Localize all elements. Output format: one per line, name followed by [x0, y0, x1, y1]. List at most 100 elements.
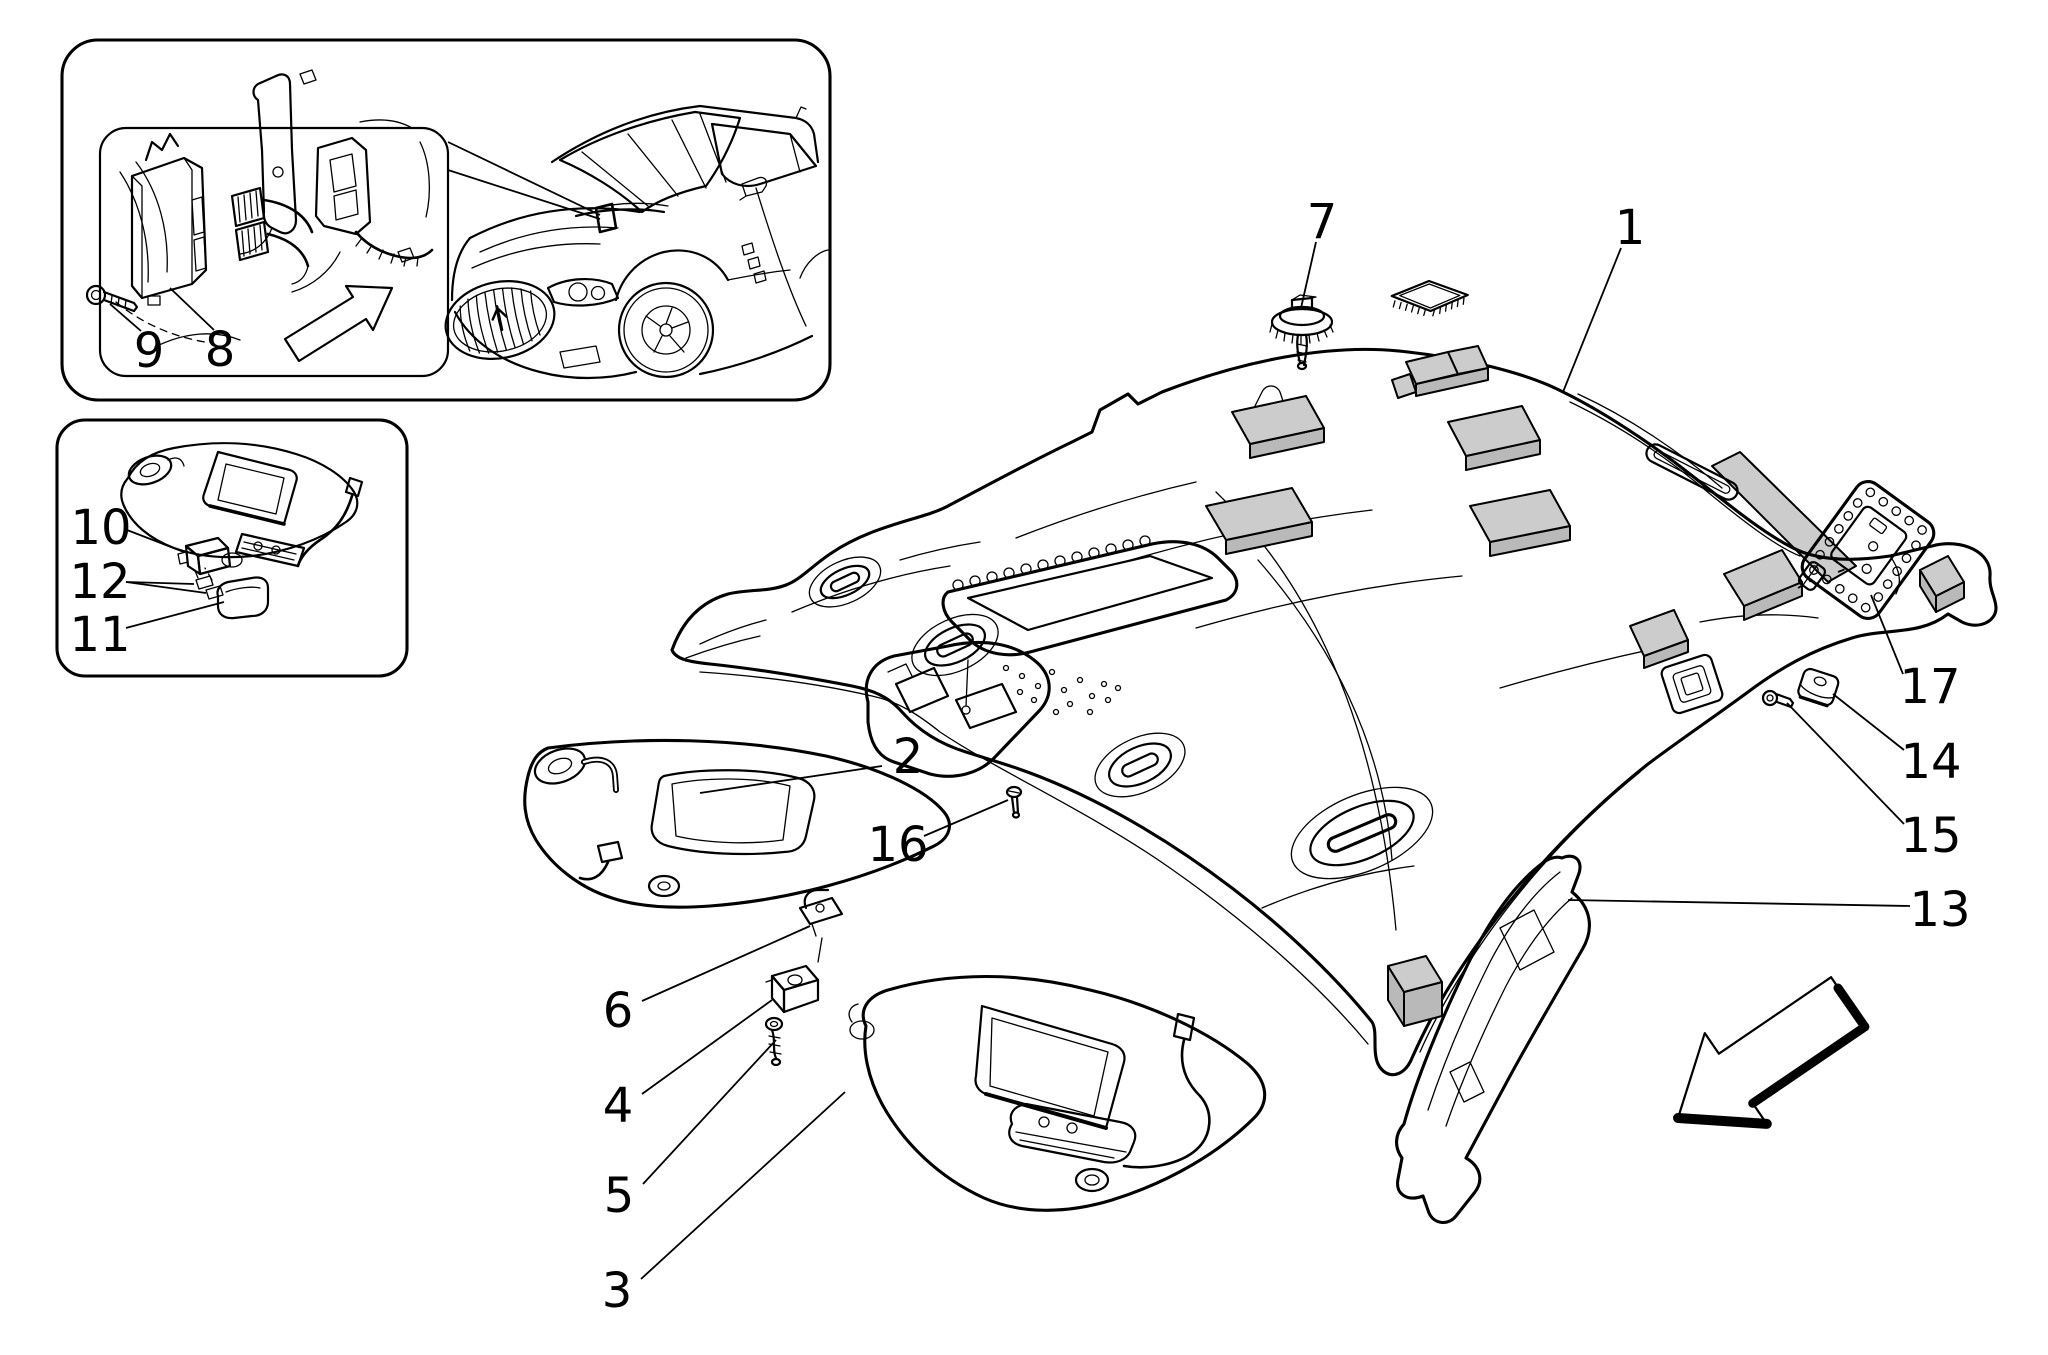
roof-module-unit: [130, 132, 208, 306]
leader-line: [109, 303, 142, 332]
callout-13: 13: [1567, 882, 1971, 938]
rear-clip-screw: [1761, 689, 1795, 709]
vanity-mirror: [650, 769, 816, 856]
car-overview: [444, 104, 829, 380]
callout-number: 12: [69, 554, 130, 610]
pad: [1205, 487, 1313, 541]
leader-line: [126, 529, 185, 553]
module-location-inset: [60, 38, 832, 402]
rear-clip: [1797, 667, 1840, 708]
pad: [1387, 955, 1443, 993]
callout-number: 16: [867, 817, 928, 873]
inset-outer-frame: [60, 38, 832, 402]
visor-pivot-bracket: [765, 964, 820, 1014]
pad: [1447, 345, 1489, 375]
leader-line: [640, 1091, 846, 1280]
callout-number: 13: [1909, 882, 1970, 938]
leader-line: [923, 799, 1009, 837]
leader-line: [699, 765, 883, 794]
chip-pins: [1392, 297, 1465, 317]
callout-10: 10: [70, 500, 185, 556]
callout-number: 3: [602, 1263, 633, 1319]
adhesive-pads: [1205, 345, 1965, 1027]
overhead-console-bracket: [864, 640, 1122, 778]
pad: [1723, 549, 1803, 607]
visor-clip-bracket: [798, 888, 844, 937]
locator-line: [447, 141, 601, 216]
header-slot: [1645, 443, 1739, 501]
callout-number: 9: [134, 323, 165, 379]
callout-11: 11: [69, 601, 225, 663]
callout-number: 5: [604, 1168, 635, 1224]
trim-pins: [299, 69, 415, 263]
visor-connector: [596, 840, 624, 864]
rear-square-recess: [1660, 653, 1724, 715]
speckle-dots: [1002, 664, 1122, 716]
roof-sensor-module: [1797, 480, 1936, 620]
visor-pivot: [127, 454, 173, 486]
pad: [1469, 489, 1571, 543]
callout-number: 4: [603, 1078, 634, 1134]
locator-line: [447, 169, 601, 220]
callout-4: 4: [603, 999, 773, 1134]
perforation-holes: [952, 535, 1151, 591]
chip-component: [1390, 279, 1469, 317]
callout-number: 10: [70, 500, 131, 556]
cap-teeth: [1269, 323, 1334, 345]
leader-line: [1786, 702, 1905, 825]
vanity-light-bar: [234, 532, 306, 568]
visor-support-parts: [764, 888, 844, 1067]
fender-vents: [741, 242, 767, 284]
sun-visor-right: [848, 975, 1267, 1212]
callout-number: 15: [1900, 808, 1961, 864]
leader-line: [125, 581, 207, 594]
callout-number: 8: [205, 322, 236, 378]
mounting-bracket: [239, 73, 298, 255]
leader-line: [1870, 594, 1904, 675]
callout-3: 3: [602, 1091, 846, 1319]
callout-number: 7: [1307, 194, 1338, 250]
callout-9: 9: [109, 303, 165, 379]
callout-16: 16: [867, 799, 1009, 873]
callout-15: 15: [1786, 702, 1962, 864]
pad: [1629, 609, 1689, 657]
toothed-cap-screw: [1269, 294, 1334, 371]
pad: [1447, 405, 1541, 457]
callout-5: 5: [604, 1039, 777, 1224]
leader-line: [169, 287, 215, 331]
callout-12: 12: [69, 554, 207, 610]
visor-detail-drawing: [120, 442, 364, 620]
headlining-outline: [670, 347, 1998, 1077]
viewing-direction-arrow-icon: [1673, 976, 1870, 1129]
module-connectors: [230, 186, 314, 285]
visor-connector: [1172, 1012, 1196, 1042]
callout-number: 6: [603, 983, 634, 1039]
leader-line: [641, 999, 773, 1095]
detail-direction-arrow-icon: [283, 284, 394, 363]
callout-number: 1: [1615, 200, 1646, 256]
door-mirror: [739, 176, 768, 201]
body-structure-lines: [115, 119, 430, 348]
visor-clips: [192, 565, 224, 600]
leader-line: [125, 601, 225, 629]
vanity-mirror-flap: [202, 450, 298, 526]
harness-connector-block: [314, 136, 434, 267]
front-wheel: [617, 281, 715, 379]
leader-line: [1567, 899, 1911, 907]
front-grille: [444, 280, 556, 360]
callout-number: 2: [893, 729, 924, 785]
inset-detail-frame: [98, 126, 450, 378]
headlight: [546, 277, 620, 307]
module-fixing-screw: [85, 284, 139, 313]
pad: [1391, 373, 1417, 399]
leader-line: [641, 925, 811, 1002]
callout-14: 14: [1832, 693, 1962, 790]
callout-6: 6: [603, 925, 811, 1039]
leader-line: [1300, 241, 1317, 309]
visor-connector: [344, 476, 364, 498]
trident-badge: [491, 305, 508, 331]
roof-headlining: [670, 279, 1998, 1077]
